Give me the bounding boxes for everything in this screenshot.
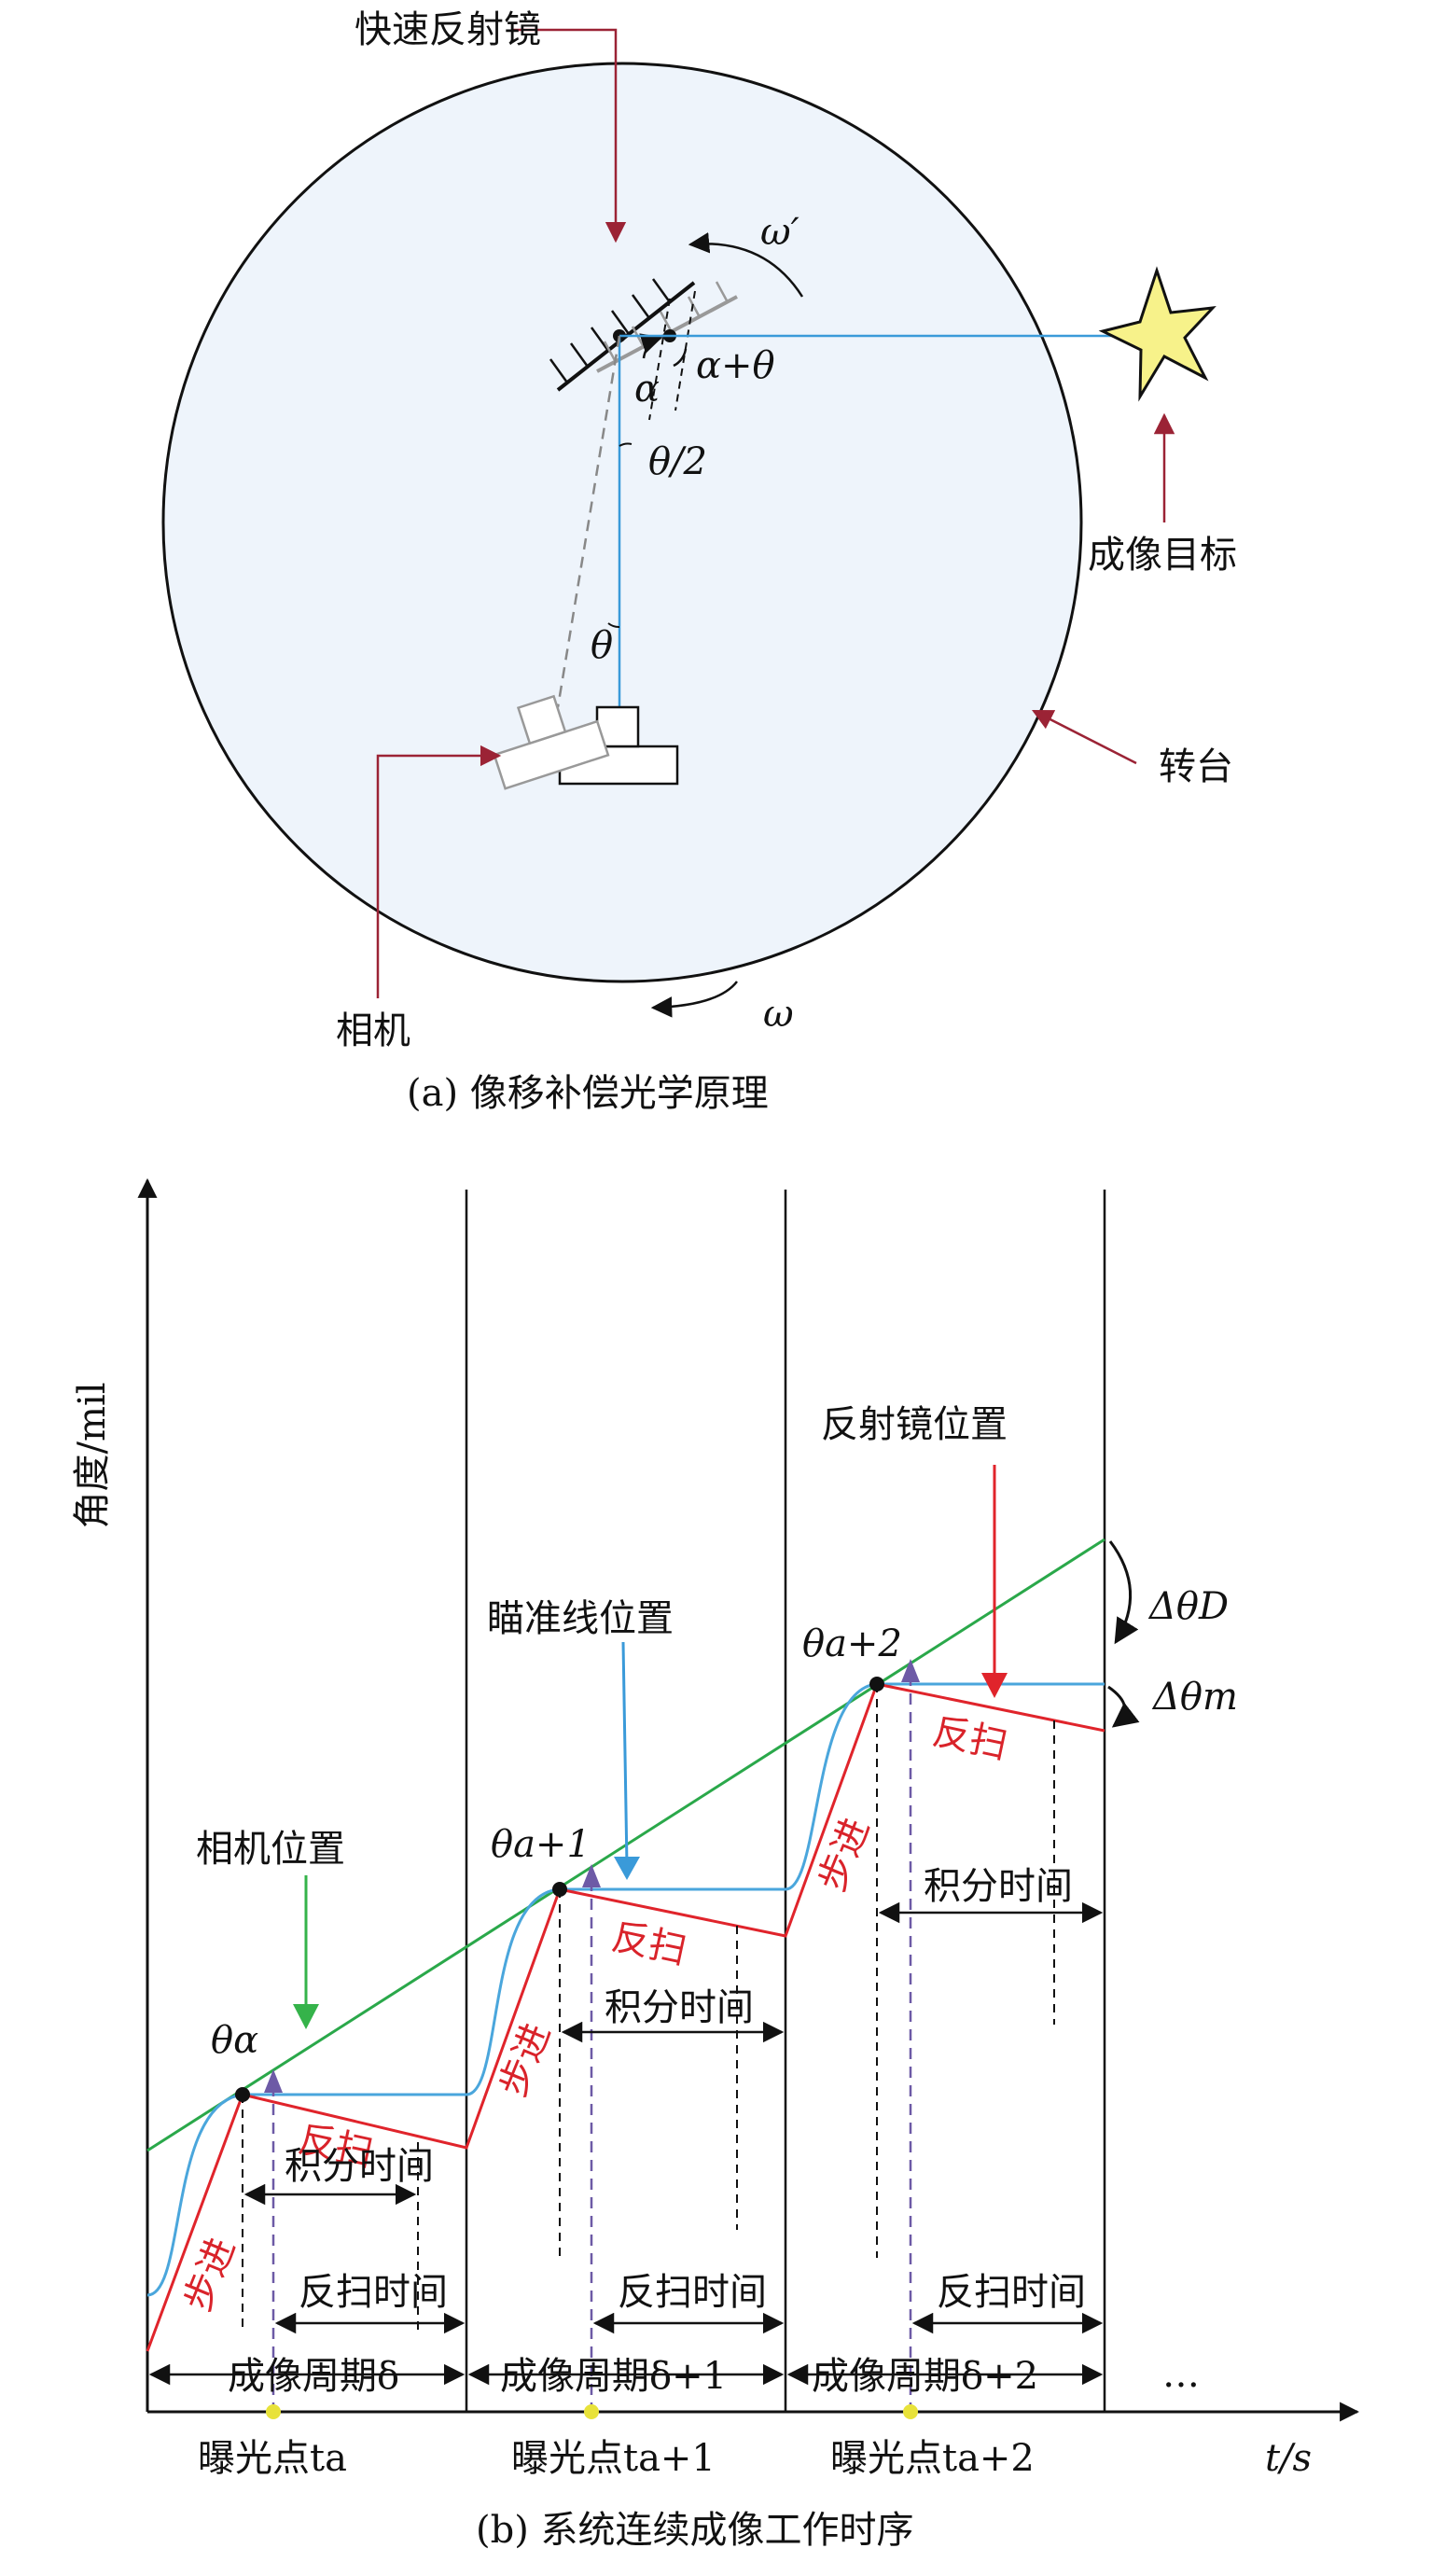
omega-arrow xyxy=(650,981,738,1018)
backscan-time-label-2: 反扫时间 xyxy=(618,2271,767,2314)
omega-label: ω xyxy=(763,993,794,1036)
exposure-label-2: 曝光点ta+1 xyxy=(511,2437,716,2480)
backscan-label-3: 反扫 xyxy=(929,1710,1011,1768)
theta-a1-label: θa+1 xyxy=(491,1823,591,1866)
backscan-time-label-3: 反扫时间 xyxy=(937,2271,1086,2314)
panel-a-caption: (a) 像移补偿光学原理 xyxy=(407,1072,769,1115)
exposure-label-1: 曝光点ta xyxy=(198,2437,347,2480)
ellipsis: … xyxy=(1162,2353,1200,2396)
period-label-1: 成像周期δ xyxy=(228,2355,399,2398)
delta-theta-m-label: Δθm xyxy=(1151,1676,1238,1719)
delta-theta-m-arrow xyxy=(1107,1685,1140,1728)
interval-arrows xyxy=(243,1901,1104,2334)
panel-b: 角度/mil t/s 反射镜位置 瞄准线位置 相机位置 θα θa+1 θa+2… xyxy=(71,1177,1360,2552)
turntable-label: 转台 xyxy=(1159,745,1233,788)
period-dividers xyxy=(465,1190,1106,2412)
exposure-dots xyxy=(266,2404,918,2419)
legend-mirror-label: 反射镜位置 xyxy=(821,1403,1008,1446)
integration-time-label-3: 积分时间 xyxy=(924,1865,1073,1908)
period-label-2: 成像周期δ+1 xyxy=(500,2355,727,2398)
period-label-3: 成像周期δ+2 xyxy=(812,2355,1038,2398)
timing-dashes xyxy=(242,1684,1055,2332)
mirror-label: 快速反射镜 xyxy=(355,8,541,51)
theta-points xyxy=(235,1677,884,2102)
light-rays xyxy=(556,334,1133,709)
turntable-disk xyxy=(161,62,1083,983)
exposure-label-3: 曝光点ta+2 xyxy=(830,2437,1035,2480)
alpha-plus-theta-label: α+θ xyxy=(696,344,775,387)
integration-time-label-1: 积分时间 xyxy=(285,2145,434,2188)
integration-time-label-2: 积分时间 xyxy=(605,1986,754,2029)
target-label: 成像目标 xyxy=(1088,534,1237,577)
omega-prime-label: ω′ xyxy=(760,211,799,254)
theta-half-label: θ/2 xyxy=(648,440,707,483)
delta-theta-d-arrow xyxy=(1108,1540,1139,1645)
legend-camera-label: 相机位置 xyxy=(196,1828,345,1871)
pointer-lines xyxy=(376,28,1175,998)
theta-a2-label: θa+2 xyxy=(802,1622,902,1665)
camera xyxy=(493,694,679,790)
los-markers xyxy=(264,1659,920,2093)
step-label-3: 步进 xyxy=(811,1812,879,1897)
target-star-icon xyxy=(1098,266,1217,402)
step-label-2: 步进 xyxy=(492,2017,560,2102)
theta-a-label: θα xyxy=(211,2019,258,2062)
panel-a: 快速反射镜 ω′ α α+θ θ/2 θ 成像目标 转台 相机 ω (a) 像移… xyxy=(161,8,1237,1115)
legend-mirror-pointer xyxy=(981,1465,1008,1698)
alpha-label: α xyxy=(634,368,660,411)
legend-los-pointer xyxy=(614,1641,640,1880)
omega-prime-arrow xyxy=(688,232,804,298)
los-position-line xyxy=(146,1682,1105,2297)
panel-b-caption: (b) 系统连续成像工作时序 xyxy=(476,2509,914,2552)
legend-los-label: 瞄准线位置 xyxy=(487,1597,674,1640)
backscan-time-label-1: 反扫时间 xyxy=(299,2271,448,2314)
legend-camera-pointer xyxy=(293,1875,319,2029)
exposure-dashes xyxy=(271,1675,912,2412)
x-axis-label: t/s xyxy=(1265,2437,1312,2480)
theta-label: θ xyxy=(591,624,613,667)
delta-theta-d-label: ΔθD xyxy=(1147,1585,1229,1628)
camera-label: 相机 xyxy=(336,1010,410,1052)
backscan-label-2: 反扫 xyxy=(608,1915,690,1973)
y-axis-label: 角度/mil xyxy=(71,1383,114,1529)
